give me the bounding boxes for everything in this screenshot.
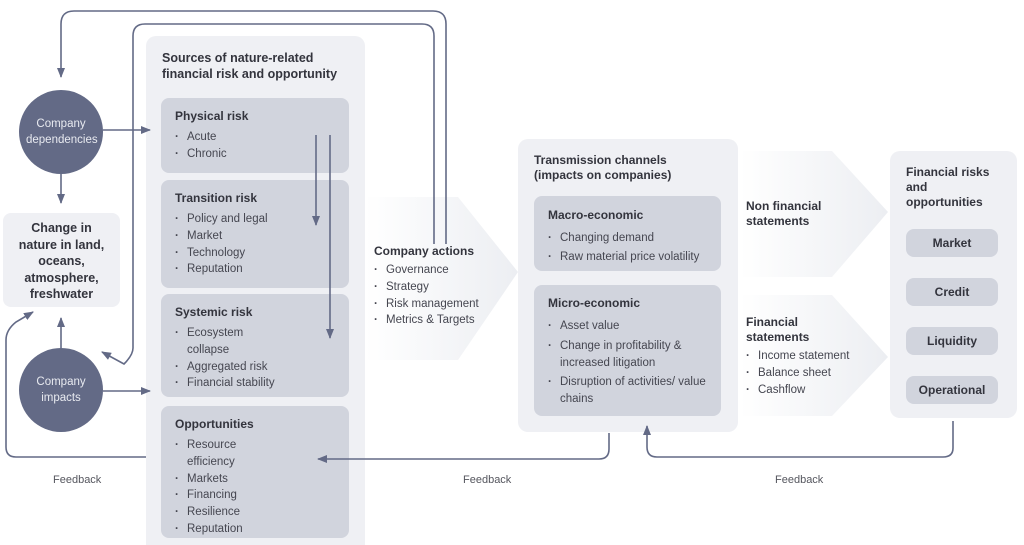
list-item: Metrics & Targets — [374, 312, 479, 329]
systemic-risk-list: Ecosystem collapse Aggregated risk Finan… — [175, 325, 285, 392]
company-dependencies-node: Company dependencies — [19, 90, 103, 174]
macro-economic-box: Macro-economic Changing demand Raw mater… — [534, 196, 721, 271]
list-item: Aggregated risk — [175, 359, 285, 376]
transition-risk-title: Transition risk — [175, 191, 258, 205]
company-actions: Company actions Governance Strategy Risk… — [374, 244, 479, 329]
feedback-label-middle: Feedback — [463, 474, 512, 486]
financial-statements-list: Income statement Balance sheet Cashflow — [746, 348, 849, 398]
feedback-label-right: Feedback — [775, 474, 824, 486]
list-item: Ecosystem collapse — [175, 325, 285, 359]
financial-risks-panel: Financial risks and opportunities Market… — [890, 151, 1017, 418]
list-item: Governance — [374, 262, 479, 279]
opportunities-title: Opportunities — [175, 417, 254, 431]
non-financial-title: Non financial statements — [746, 199, 822, 228]
micro-economic-box: Micro-economic Asset value Change in pro… — [534, 285, 721, 416]
macro-economic-title: Macro-economic — [548, 208, 644, 222]
transmission-title: Transmission channels (impacts on compan… — [534, 153, 672, 182]
list-item: Raw material price volatility — [548, 248, 699, 267]
systemic-risk-title: Systemic risk — [175, 305, 253, 319]
list-item: Reputation — [175, 261, 268, 278]
financial-statements-title: Financial statements — [746, 315, 810, 344]
opportunities-list: Resource efficiency Markets Financing Re… — [175, 437, 265, 538]
financial-risks-title: Financial risks and opportunities — [906, 165, 990, 209]
list-item: Asset value — [548, 318, 708, 335]
transition-risk-list: Policy and legal Market Technology Reput… — [175, 211, 268, 278]
company-impacts-node: Company impacts — [19, 348, 103, 432]
list-item: Balance sheet — [746, 365, 849, 382]
non-financial-chevron — [740, 151, 888, 277]
list-item: Markets — [175, 471, 265, 488]
company-actions-list: Governance Strategy Risk management Metr… — [374, 262, 479, 329]
list-item: Cashflow — [746, 382, 849, 399]
list-item: Financing — [175, 487, 265, 504]
list-item: Income statement — [746, 348, 849, 365]
list-item: Acute — [175, 129, 227, 146]
change-in-nature-box: Change in nature in land, oceans, atmosp… — [3, 213, 120, 307]
physical-risk-box: Physical risk Acute Chronic — [161, 98, 349, 173]
list-item: Market — [175, 228, 268, 245]
list-item: Chronic — [175, 146, 227, 163]
macro-economic-list: Changing demand Raw material price volat… — [548, 229, 699, 267]
list-item: Disruption of activities/ value chains — [548, 374, 708, 408]
transition-risk-box: Transition risk Policy and legal Market … — [161, 180, 349, 288]
opportunities-box: Opportunities Resource efficiency Market… — [161, 406, 349, 538]
list-item: Financial stability — [175, 375, 285, 392]
list-item: Reputation — [175, 521, 265, 538]
physical-risk-list: Acute Chronic — [175, 129, 227, 163]
list-item: Resilience — [175, 504, 265, 521]
company-dependencies-label: Company dependencies — [26, 118, 98, 146]
financial-statements: Financial statements Income statement Ba… — [746, 315, 849, 398]
micro-economic-list: Asset value Change in profitability & in… — [548, 318, 708, 408]
company-actions-title: Company actions — [374, 244, 475, 258]
list-item: Changing demand — [548, 229, 699, 248]
sources-title: Sources of nature-related financial risk… — [162, 51, 338, 81]
feedback-label-left: Feedback — [53, 474, 102, 486]
risk-pill-liquidity: Liquidity — [906, 327, 998, 355]
risk-pill-operational: Operational — [906, 376, 998, 404]
physical-risk-title: Physical risk — [175, 109, 249, 123]
list-item: Change in profitability & increased liti… — [548, 338, 708, 372]
list-item: Technology — [175, 245, 268, 262]
list-item: Policy and legal — [175, 211, 268, 228]
risk-pill-credit: Credit — [906, 278, 998, 306]
list-item: Strategy — [374, 279, 479, 296]
change-in-nature-label: Change in nature in land, oceans, atmosp… — [18, 221, 105, 301]
company-impacts-label: Company impacts — [36, 376, 86, 404]
micro-economic-title: Micro-economic — [548, 296, 641, 310]
risk-pill-market: Market — [906, 229, 998, 257]
list-item: Risk management — [374, 296, 479, 313]
systemic-risk-box: Systemic risk Ecosystem collapse Aggrega… — [161, 294, 349, 397]
list-item: Resource efficiency — [175, 437, 265, 471]
